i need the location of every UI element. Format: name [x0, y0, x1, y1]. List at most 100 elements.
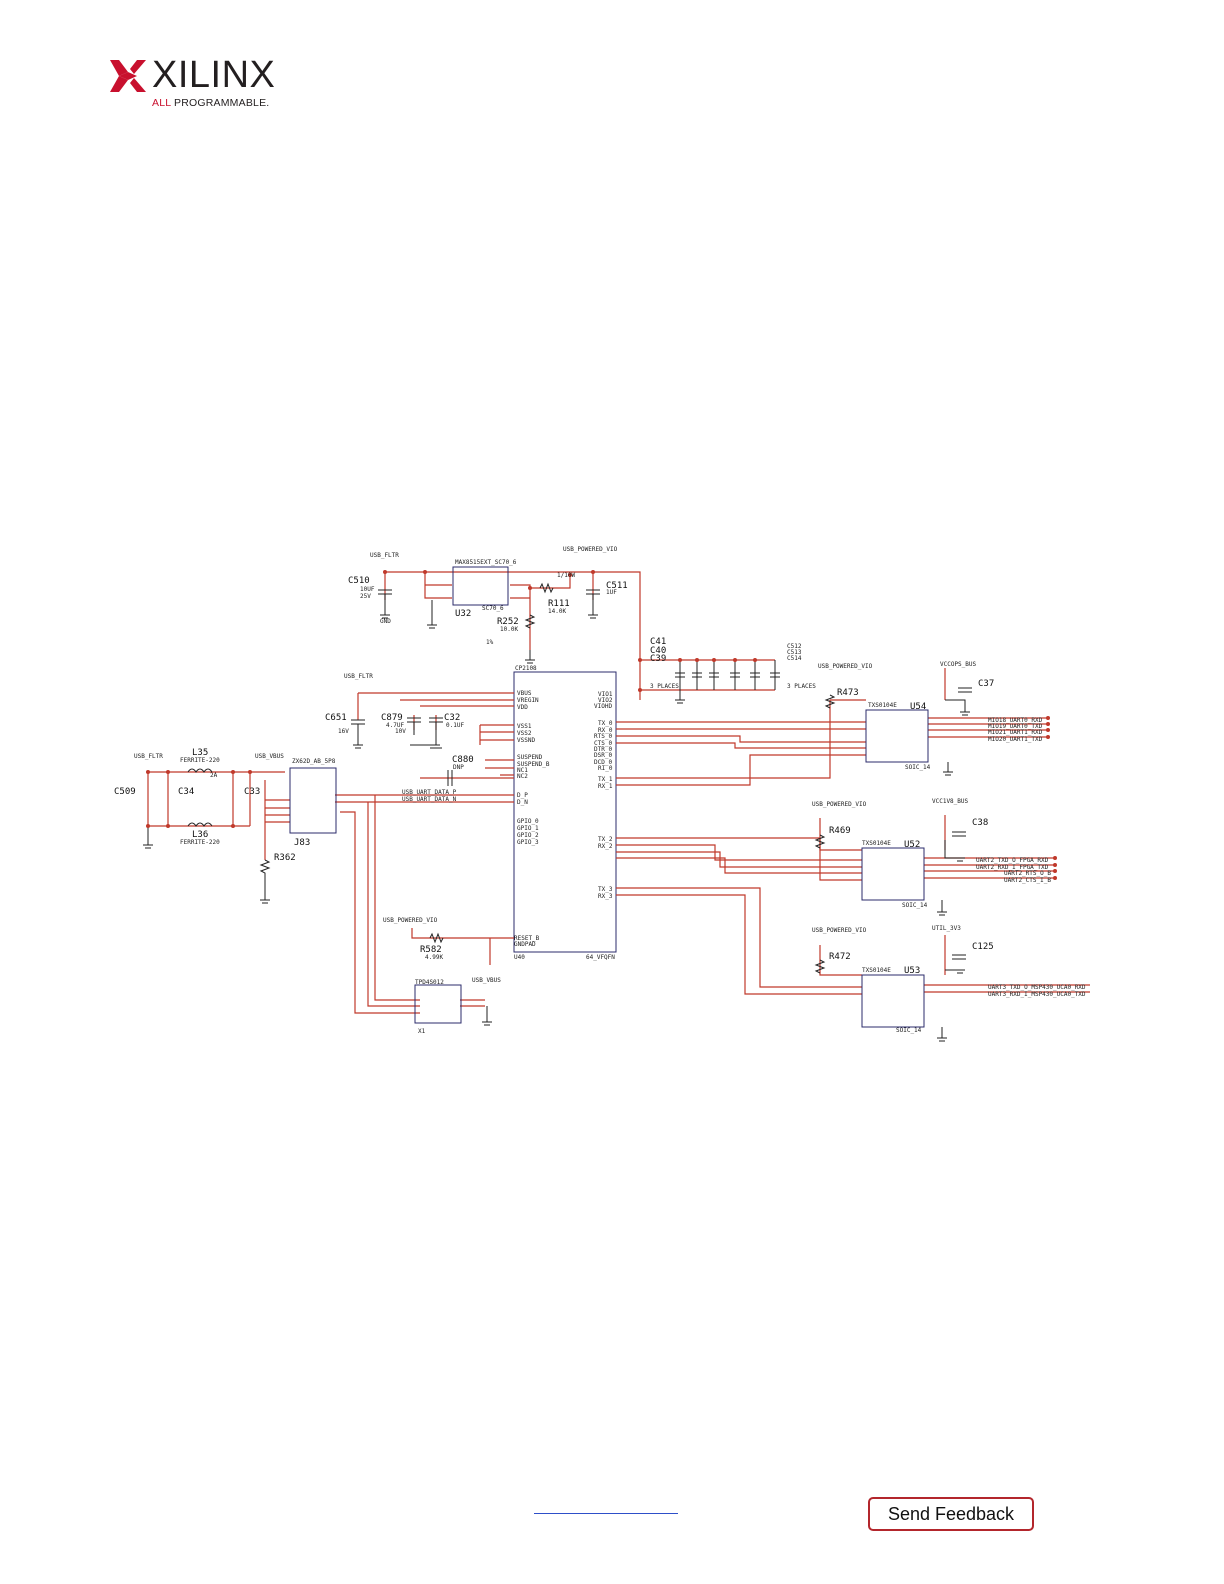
signal-label: UART3_RXD_I_MSP430_UCA0_TXD	[988, 991, 1086, 998]
part-text: 4.99K	[425, 954, 443, 961]
gnd-u32	[427, 600, 437, 629]
part-text: 64_VFQFN	[586, 954, 615, 961]
ref-designator: C38	[972, 818, 988, 828]
part-text: 10.0K	[500, 626, 518, 633]
c37-capacitor	[945, 687, 972, 716]
pin-name: TX_1	[598, 776, 613, 783]
gnd-u54	[943, 762, 953, 776]
decoupling-bank	[675, 660, 780, 704]
ref-designator: C509	[114, 787, 136, 797]
pin-name: NC2	[517, 773, 528, 780]
pin-name: CTS_0	[594, 740, 612, 747]
net-label: VCCOPS_BUS	[940, 661, 977, 668]
gnd-u52	[937, 900, 947, 916]
part-text: 3 PLACES	[650, 683, 679, 690]
c880-capacitor	[447, 770, 453, 786]
ref-designator: L35	[192, 748, 208, 758]
u32-regulator	[452, 566, 509, 606]
ref-designator: U32	[455, 609, 471, 619]
signal-label: UART3_TXD_O_MSP430_UCA0_RXD	[988, 984, 1086, 991]
ref-designator: C651	[325, 713, 347, 723]
regulator-wires	[384, 571, 775, 700]
pin-name: RX_2	[598, 843, 613, 850]
pin-name: VDD	[517, 704, 528, 711]
ref-designator: R469	[829, 826, 851, 836]
signal-label: UART2_CTS_I_B	[1004, 877, 1051, 884]
pin-name: DSR_0	[594, 752, 612, 759]
pin-name: GPIO_3	[517, 839, 539, 846]
ref-designator: J83	[294, 838, 310, 848]
c511-capacitor	[586, 589, 600, 619]
part-text: MAX8515EXT_SC70_6	[455, 559, 517, 566]
net-label: USB_POWERED_VIO	[563, 546, 618, 553]
ref-designator: C40	[650, 646, 666, 656]
c879-c32-capacitors	[407, 717, 443, 749]
r469-resistor	[814, 834, 826, 849]
part-text: 16V	[338, 728, 349, 735]
signal-label: UART2_RXD_I_FPGA_TXD	[976, 864, 1049, 871]
ref-designator: R111	[548, 599, 570, 609]
pin-name: GNDPAD	[514, 941, 536, 948]
part-text: TXS0104E	[862, 840, 891, 847]
pin-name: GPIO_0	[517, 818, 539, 825]
c38-capacitor	[944, 831, 966, 862]
footer-link[interactable]	[534, 1513, 678, 1514]
signal-label: UART2_RTS_O_B	[1004, 870, 1051, 877]
ref-designator: C33	[244, 787, 260, 797]
junction-dots	[146, 570, 1057, 880]
part-text: 1%	[486, 639, 494, 646]
r473-resistor	[824, 694, 836, 709]
net-label: VCC1V8_BUS	[932, 798, 969, 805]
pin-name: D_N	[517, 799, 528, 806]
r111-resistor	[539, 582, 554, 594]
pin-name: VBUS	[517, 690, 532, 697]
ref-designator: R362	[274, 853, 296, 863]
l35-inductor	[187, 768, 213, 773]
signal-label: MIO19_UART0_TXD	[988, 723, 1043, 730]
ref-designator: C511	[606, 581, 628, 591]
u52-signal-wires	[616, 815, 1055, 881]
net-label: USB_POWERED_VIO	[383, 917, 438, 924]
tagline-all: ALL	[152, 97, 171, 109]
pin-name: D_P	[517, 792, 528, 799]
usb-input-wires	[147, 771, 514, 1014]
part-text: TXS0104E	[868, 702, 897, 709]
gnd-r252	[525, 650, 535, 664]
ref-designator: X1	[418, 1028, 426, 1035]
c651-capacitor	[351, 719, 365, 749]
ref-designator: C34	[178, 787, 194, 797]
pin-name: DTR_0	[594, 746, 612, 753]
pin-name: RESET_B	[514, 935, 540, 942]
part-text: FERRITE-220	[180, 757, 220, 764]
brand-name: XILINX	[152, 54, 276, 96]
ref-designator: R472	[829, 952, 851, 962]
pin-name: GPIO_2	[517, 832, 539, 839]
ref-designator: C41	[650, 637, 666, 647]
l36-inductor	[187, 822, 213, 827]
part-text: 3 PLACES	[787, 683, 816, 690]
signal-label: UART2_TXD_O_FPGA_RXD	[976, 857, 1049, 864]
pin-name: VREGIN	[517, 697, 539, 704]
ref-designator: C514	[787, 655, 802, 662]
ref-designator: C37	[978, 679, 994, 689]
send-feedback-button[interactable]: Send Feedback	[868, 1497, 1034, 1531]
pin-name: VSS1	[517, 723, 532, 730]
part-text: 10V	[395, 728, 406, 735]
pin-name: RX_1	[598, 783, 613, 790]
ref-designator: C513	[787, 649, 802, 656]
u54-level-shifter	[865, 709, 929, 763]
c125-capacitor	[945, 954, 966, 974]
pin-name: GPIO_1	[517, 825, 539, 832]
pin-name: NC1	[517, 767, 528, 774]
ref-designator: C125	[972, 942, 994, 952]
ref-designator: C510	[348, 576, 370, 586]
pin-name: TX_0	[598, 720, 613, 727]
ref-designator: C879	[381, 713, 403, 723]
ref-designator: C32	[444, 713, 460, 723]
cp2108-power-wires	[357, 692, 514, 779]
signal-label: MIO20_UART1_TXD	[988, 736, 1043, 743]
part-text: 14.0K	[548, 608, 566, 615]
net-label: USB_POWERED_VIO	[818, 663, 873, 670]
brand-tagline: ALL PROGRAMMABLE.	[152, 97, 269, 109]
